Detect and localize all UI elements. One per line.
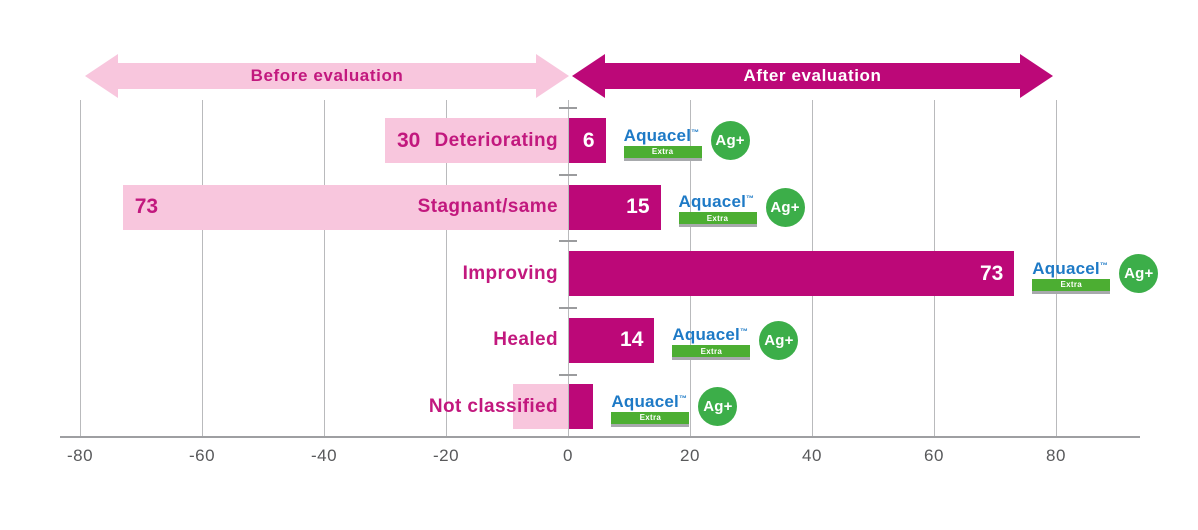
extra-banner: Extra <box>672 345 751 358</box>
ag-plus-badge: Ag+ <box>765 187 805 227</box>
aquacel-brand-text: Aquacel™ <box>679 190 755 210</box>
after-value-label: 73 <box>979 261 1004 285</box>
extra-banner-label: Extra <box>1060 280 1083 290</box>
before-bar-4 <box>513 384 568 430</box>
before-bar-0: 30 <box>385 118 568 163</box>
ag-plus-badge: Ag+ <box>698 387 738 427</box>
trademark-symbol: ™ <box>739 327 749 337</box>
after-value-label: 14 <box>620 328 644 352</box>
brand-name: Aquacel <box>611 391 679 411</box>
x-tick-label-0: 0 <box>563 446 573 465</box>
zero-axis-tick <box>559 373 577 376</box>
aquacel-brand-text: Aquacel™ <box>611 390 687 410</box>
arrow-body <box>114 63 540 89</box>
aquacel-ag-logo: Aquacel™ Extra Ag+ <box>1032 251 1159 296</box>
brand-name: Aquacel <box>672 325 740 345</box>
zero-axis-tick <box>559 307 577 309</box>
extra-banner: Extra <box>678 212 757 225</box>
gridline--40 <box>323 100 325 437</box>
aquacel-wordmark: Aquacel™ Extra <box>672 323 751 358</box>
aquacel-ag-logo: Aquacel™ Extra Ag+ <box>623 118 750 163</box>
zero-axis-tick <box>559 173 577 176</box>
after-bar-4 <box>569 384 594 430</box>
brand-name: Aquacel <box>623 125 692 145</box>
trademark-symbol: ™ <box>1099 260 1109 270</box>
before-evaluation-arrow: Before evaluation <box>85 54 569 98</box>
gridline--20 <box>445 100 447 437</box>
category-label-2: Improving <box>462 262 558 284</box>
extra-banner-label: Extra <box>651 147 674 156</box>
gridline-0 <box>567 100 569 437</box>
x-tick-label-80: 80 <box>1046 446 1066 465</box>
aquacel-ag-logo: Aquacel™ Extra Ag+ <box>672 318 799 363</box>
aquacel-wordmark: Aquacel™ Extra <box>611 390 690 424</box>
arrow-body <box>601 63 1024 89</box>
trademark-symbol: ™ <box>691 127 700 137</box>
x-tick-label--60: -60 <box>188 446 216 465</box>
arrow-left-head-icon <box>85 54 118 98</box>
aquacel-wordmark: Aquacel™ Extra <box>1032 257 1111 291</box>
extra-banner: Extra <box>1032 278 1111 291</box>
category-label-3: Healed <box>493 329 558 351</box>
before-bar-1: 73 <box>122 184 568 230</box>
x-tick-label--80: -80 <box>66 446 94 465</box>
x-tick-label-40: 40 <box>802 446 822 465</box>
trademark-symbol: ™ <box>678 393 688 403</box>
after-value-label: 6 <box>582 128 595 152</box>
brand-name: Aquacel <box>678 192 747 212</box>
extra-banner: Extra <box>611 411 690 424</box>
arrow-left-head-icon <box>572 54 605 98</box>
before-value-label: 30 <box>397 128 421 152</box>
ag-plus-badge: Ag+ <box>759 320 799 360</box>
ag-plus-badge: Ag+ <box>1119 254 1159 294</box>
arrow-right-head-icon <box>1020 54 1053 98</box>
after-evaluation-arrow: After evaluation <box>572 54 1053 98</box>
before-value-label: 73 <box>134 195 159 219</box>
aquacel-wordmark: Aquacel™ Extra <box>678 190 757 225</box>
x-axis-line <box>60 436 1140 438</box>
x-tick-label--20: -20 <box>432 446 460 465</box>
gridline--80 <box>79 100 81 437</box>
after-bar-3: 14 <box>569 317 655 363</box>
aquacel-brand-text: Aquacel™ <box>672 323 748 343</box>
after-bar-2: 73 <box>569 251 1015 297</box>
aquacel-brand-text: Aquacel™ <box>624 124 700 144</box>
brand-name: Aquacel <box>1032 258 1100 278</box>
gridline--60 <box>201 100 203 437</box>
zero-axis-tick <box>559 240 577 243</box>
after-bar-1: 15 <box>569 184 661 230</box>
aquacel-ag-logo: Aquacel™ Extra Ag+ <box>611 384 738 429</box>
aquacel-wordmark: Aquacel™ Extra <box>623 124 702 158</box>
after-bar-0: 6 <box>569 118 606 163</box>
extra-banner-label: Extra <box>700 346 723 356</box>
extra-banner: Extra <box>623 145 702 158</box>
extra-banner-label: Extra <box>706 213 729 223</box>
zero-axis-tick <box>559 107 577 110</box>
trademark-symbol: ™ <box>746 194 755 204</box>
ag-plus-badge: Ag+ <box>710 121 750 160</box>
category-label-0: Deteriorating <box>434 129 558 151</box>
category-label-4: Not classified <box>428 395 558 417</box>
category-label-1: Stagnant/same <box>417 196 558 218</box>
arrow-right-head-icon <box>536 54 569 98</box>
before-evaluation-label: Before evaluation <box>250 66 404 85</box>
aquacel-brand-text: Aquacel™ <box>1032 257 1108 277</box>
gridline-80 <box>1055 100 1057 437</box>
x-tick-label-60: 60 <box>924 446 944 465</box>
x-tick-label--40: -40 <box>310 446 338 465</box>
x-tick-label-20: 20 <box>680 446 700 465</box>
extra-banner-label: Extra <box>639 413 662 423</box>
aquacel-ag-logo: Aquacel™ Extra Ag+ <box>678 185 805 230</box>
after-evaluation-label: After evaluation <box>743 66 882 85</box>
after-value-label: 15 <box>626 195 650 219</box>
